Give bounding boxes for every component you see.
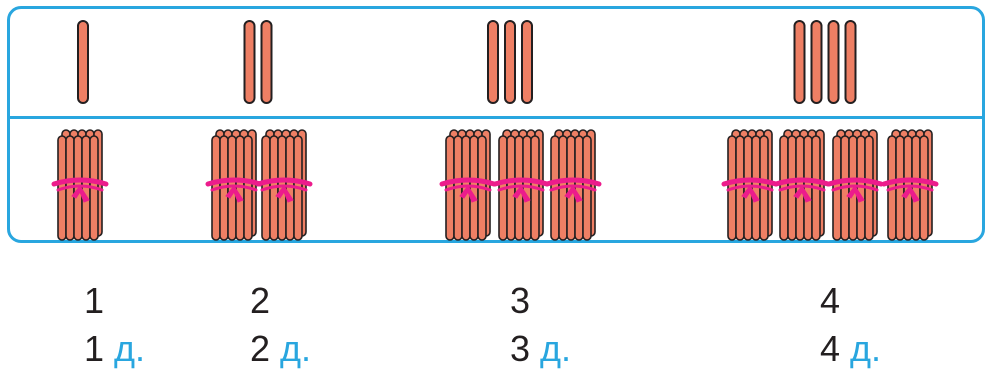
single-stick	[844, 20, 857, 104]
stick-bundle	[826, 129, 884, 241]
single-stick	[810, 20, 823, 104]
single-stick	[260, 20, 273, 104]
stick-bundle	[721, 129, 779, 241]
single-stick	[504, 20, 516, 104]
stick-bundle	[439, 129, 497, 241]
stick-bundle	[255, 129, 313, 241]
group-1-tens-unit: д.	[114, 328, 146, 369]
stick-bundle	[544, 129, 602, 241]
stick-bundle	[881, 129, 939, 241]
group-1-number: 1	[84, 280, 105, 321]
stick-bundle	[205, 129, 263, 241]
single-stick	[827, 20, 840, 104]
group-2-tens-number: 2	[250, 328, 271, 369]
single-stick	[793, 20, 806, 104]
single-stick	[521, 20, 533, 104]
single-stick	[487, 20, 499, 104]
group-4-number: 4	[820, 280, 841, 321]
single-stick	[243, 20, 256, 104]
group-1-tens-number: 1	[84, 328, 105, 369]
group-3-tens-label: 3 д.	[510, 331, 571, 367]
group-4-tens-number: 4	[820, 328, 841, 369]
group-3-tens-number: 3	[510, 328, 531, 369]
group-2-number: 2	[250, 280, 271, 321]
group-4-tens-label: 4 д.	[820, 331, 881, 367]
group-4-tens-unit: д.	[850, 328, 882, 369]
stick-bundle	[51, 129, 109, 241]
group-2-tens-unit: д.	[280, 328, 312, 369]
single-stick	[77, 20, 89, 104]
group-3-number: 3	[510, 280, 531, 321]
group-2-tens-label: 2 д.	[250, 331, 311, 367]
stick-bundle	[492, 129, 550, 241]
group-1-tens-label: 1 д.	[84, 331, 145, 367]
group-3-tens-unit: д.	[540, 328, 572, 369]
stick-bundle	[773, 129, 831, 241]
panel-divider	[10, 116, 982, 119]
